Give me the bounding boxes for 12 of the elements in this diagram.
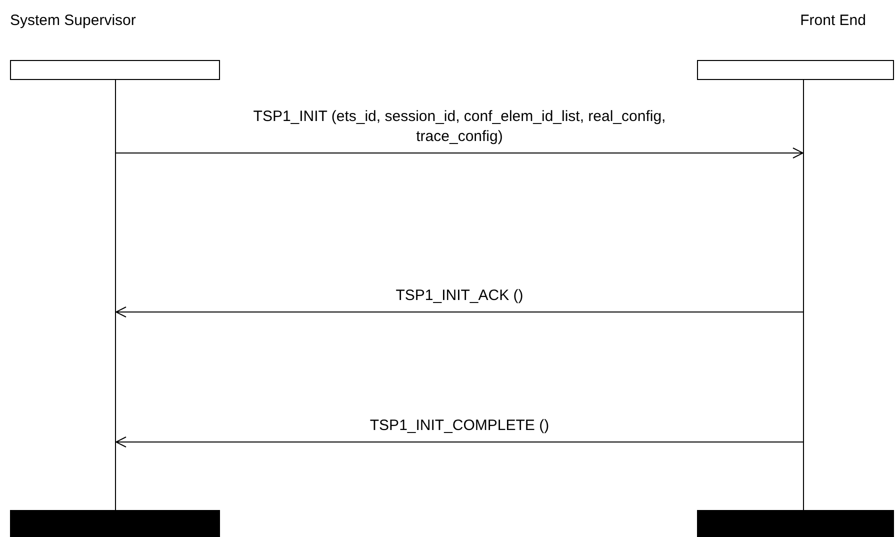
participant-name: System Supervisor bbox=[10, 12, 136, 29]
participant-name: Front End bbox=[800, 12, 866, 29]
lifeline-end-bar bbox=[10, 510, 220, 537]
message-label: TSP1_INIT (ets_id, session_id, conf_elem_id_list, real_config, trace_config) bbox=[252, 107, 667, 147]
message-label: TSP1_INIT_ACK () bbox=[394, 286, 524, 306]
lifeline bbox=[803, 80, 804, 510]
lifeline-end-bar bbox=[697, 510, 894, 537]
lifeline bbox=[115, 80, 116, 510]
message-label: TSP1_INIT_COMPLETE () bbox=[368, 416, 550, 436]
message-arrow bbox=[116, 436, 804, 448]
message-arrow bbox=[116, 148, 804, 158]
message-arrow bbox=[116, 306, 804, 318]
